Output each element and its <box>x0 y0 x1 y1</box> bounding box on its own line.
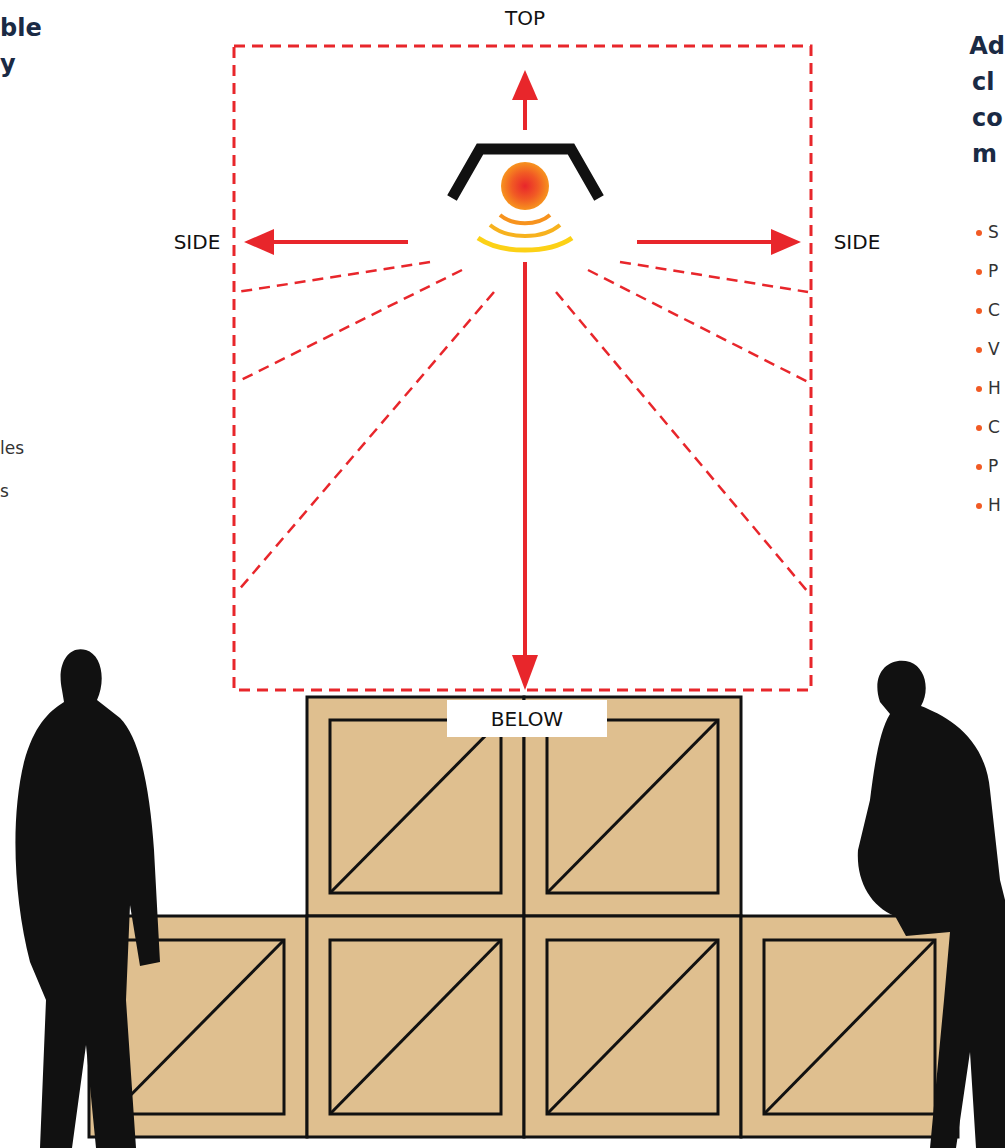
direction-label: SIDE <box>174 230 221 254</box>
bullet-text: C <box>988 300 1000 320</box>
text-fragment: cl <box>972 68 994 96</box>
light-fixture <box>452 149 599 250</box>
text-fragment: y <box>0 50 16 78</box>
bullet-text: P <box>988 261 998 281</box>
text-fragment: ble <box>0 14 42 42</box>
person-silhouette <box>15 649 160 1148</box>
direction-label: SIDE <box>834 230 881 254</box>
text-fragment: co <box>972 104 1003 132</box>
text-fragment: les <box>0 438 24 458</box>
person-silhouette <box>858 661 1005 1148</box>
text-fragment: Ad <box>969 32 1005 60</box>
text-fragment: s <box>0 481 9 501</box>
direction-arrows <box>244 70 801 690</box>
direction-label: TOP <box>505 6 545 30</box>
bullet-dots <box>976 230 982 509</box>
label-box: BELOW <box>447 700 607 737</box>
crates <box>89 697 958 1137</box>
bullet-text: H <box>988 378 1001 398</box>
direction-label: BELOW <box>491 707 563 731</box>
text-fragment: m <box>972 140 997 168</box>
bullet-text: H <box>988 495 1001 515</box>
bullet-text: C <box>988 417 1000 437</box>
light-rays <box>237 262 808 592</box>
coverage-area <box>234 46 811 690</box>
bullet-text: V <box>988 339 1000 359</box>
bullet-text: P <box>988 456 998 476</box>
bullet-text: S <box>988 222 999 242</box>
